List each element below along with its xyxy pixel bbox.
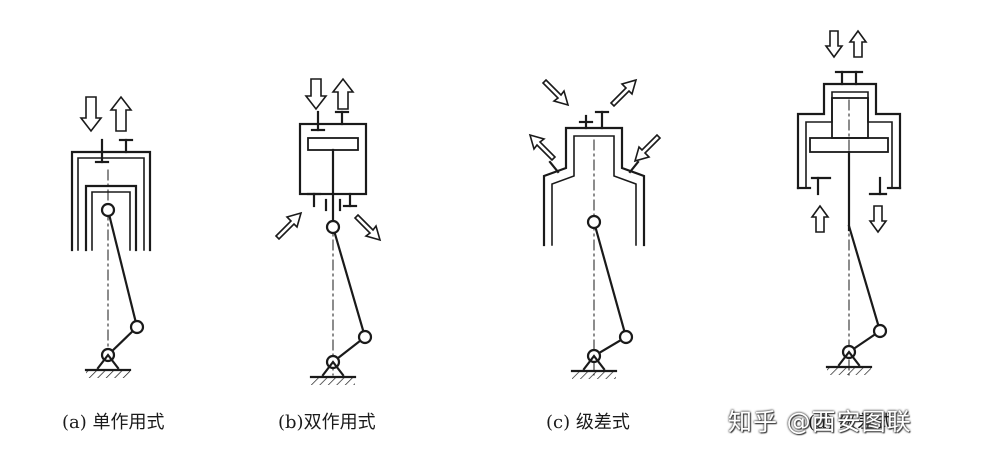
exhaust-arrow-icon <box>868 205 888 234</box>
intake-arrow-icon <box>304 78 328 111</box>
intake-arrow-icon <box>541 78 570 107</box>
panel-c-differential <box>528 78 662 379</box>
intake-arrow-icon <box>79 96 103 133</box>
intake-arrow-icon <box>824 30 844 59</box>
intake-arrow-icon <box>274 211 303 241</box>
exhaust-arrow-icon <box>109 95 133 132</box>
exhaust-arrow-icon <box>848 29 868 58</box>
exhaust-arrow-icon <box>353 213 382 242</box>
caption-a: (a) 单作用式 <box>62 412 165 433</box>
watermark: 知乎 @西安图联 <box>728 408 912 436</box>
exhaust-arrow-icon <box>609 78 638 108</box>
exhaust-arrow-icon <box>331 77 355 110</box>
intake-arrow-icon <box>810 204 830 233</box>
panel-a-single-acting <box>70 95 152 378</box>
intake-arrow-icon <box>633 133 662 163</box>
panel-d-differential <box>796 29 902 376</box>
caption-b: (b)双作用式 <box>278 412 376 433</box>
caption-c: (c) 级差式 <box>546 412 630 433</box>
caption-d: (d) 级差式 <box>808 412 894 433</box>
panel-b-double-acting <box>274 77 382 385</box>
exhaust-arrow-icon <box>528 133 557 162</box>
